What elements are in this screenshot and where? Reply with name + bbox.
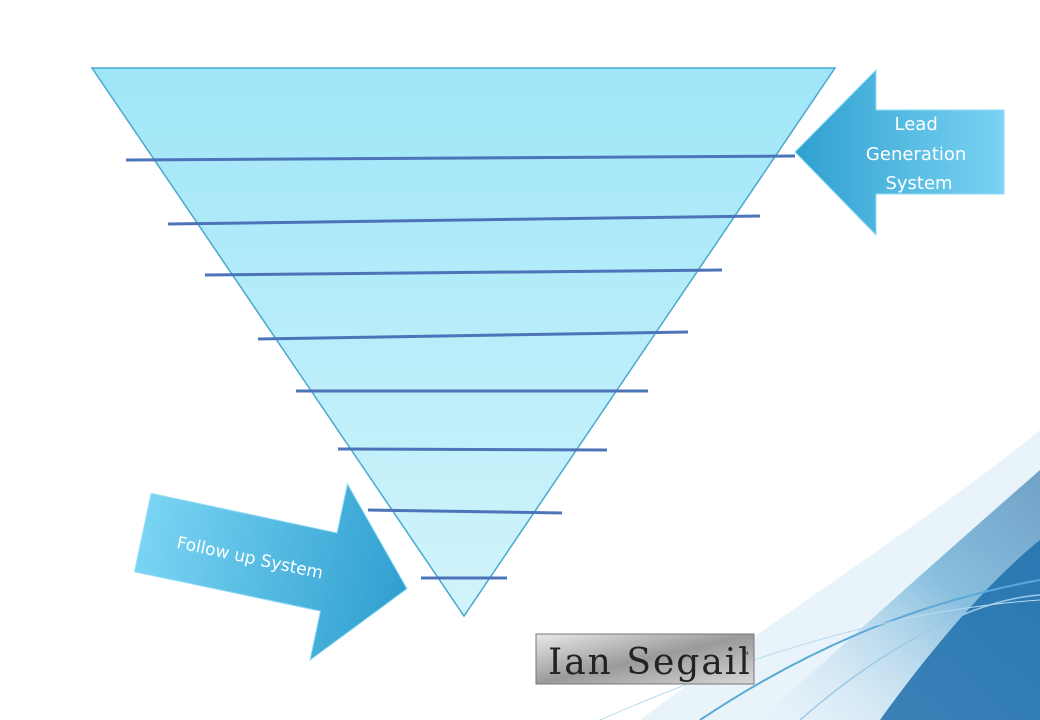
- funnel-divider-2: [167, 214, 761, 226]
- lead-arrow-line-2: Generation: [866, 144, 966, 165]
- logo-plate: [535, 633, 755, 685]
- funnel-divider-4: [257, 330, 689, 341]
- lead-arrow-label: Lead Generation System: [866, 114, 972, 194]
- funnel-triangle: [90, 67, 837, 618]
- funnel-divider-3: [204, 268, 723, 277]
- funnel-divider-1: [125, 154, 796, 162]
- funnel-divider-6: [337, 447, 608, 452]
- funnel-dividers: [125, 154, 796, 580]
- follow-up-arrow: Follow up System: [133, 482, 408, 662]
- lead-arrow-line-1: Lead: [895, 114, 938, 135]
- lead-generation-arrow: Lead Generation System: [794, 68, 1005, 237]
- lead-arrow-line-3: System: [885, 173, 952, 194]
- logo-trademark: ™: [741, 650, 749, 659]
- funnel-divider-7: [367, 508, 563, 515]
- ian-segail-logo: Ian Segail ™: [535, 633, 755, 685]
- logo-text: Ian Segail: [548, 642, 752, 683]
